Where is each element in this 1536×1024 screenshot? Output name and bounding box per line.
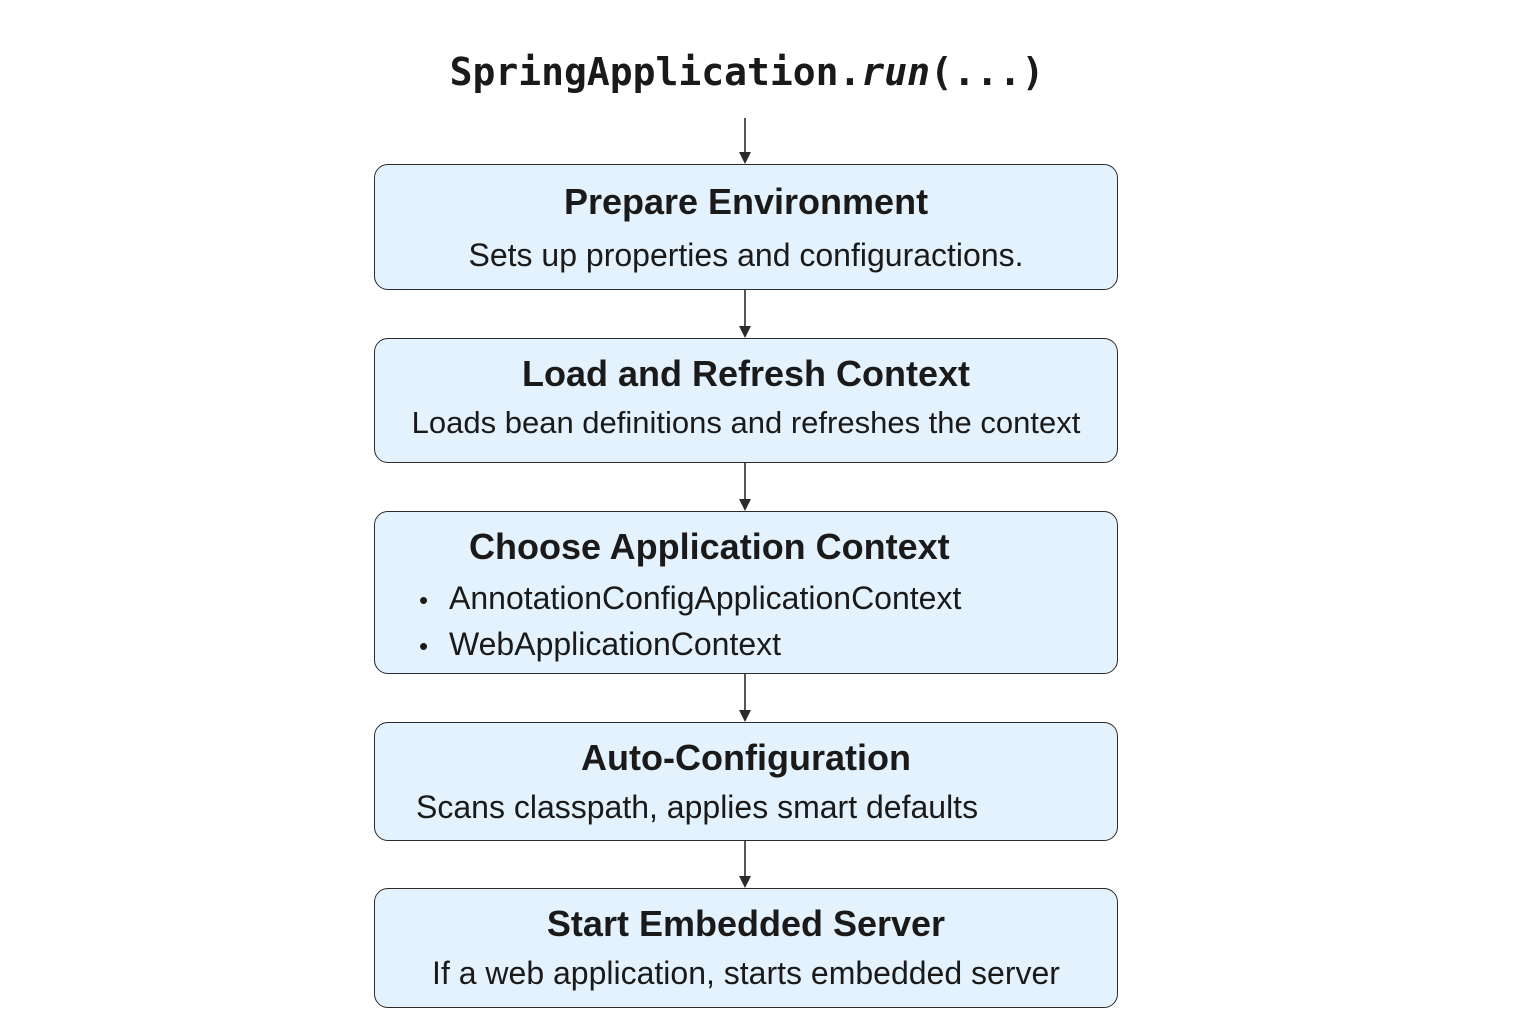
step-load-refresh-context: Load and Refresh Context Loads bean defi… xyxy=(374,338,1118,463)
step-description: Loads bean definitions and refreshes the… xyxy=(411,405,1081,440)
step-title: Choose Application Context xyxy=(469,526,950,567)
title-prefix: SpringApplication. xyxy=(449,50,862,94)
step-start-embedded-server: Start Embedded Server If a web applicati… xyxy=(374,888,1118,1008)
title-args: (...) xyxy=(930,50,1045,94)
step-description: Sets up properties and configuractions. xyxy=(468,237,1024,273)
list-item: • WebApplicationContext xyxy=(419,622,1117,668)
step-title: Auto-Configuration xyxy=(581,737,911,778)
list-item: • AnnotationConfigApplicationContext xyxy=(419,576,1117,622)
context-options-list: • AnnotationConfigApplicationContext • Web… xyxy=(375,576,1117,668)
list-item-label: WebApplicationContext xyxy=(449,626,782,662)
arrow-title-to-step1 xyxy=(739,118,751,164)
step-title: Prepare Environment xyxy=(563,181,929,222)
bullet-icon: • xyxy=(419,585,429,615)
step-auto-configuration: Auto-Configuration Scans classpath, appl… xyxy=(374,722,1118,841)
arrow-step4-to-step5 xyxy=(739,841,751,888)
step-prepare-environment: Prepare Environment Sets up properties a… xyxy=(374,164,1118,290)
arrow-step2-to-step3 xyxy=(739,463,751,511)
step-title: Load and Refresh Context xyxy=(521,353,971,394)
arrow-step1-to-step2 xyxy=(739,290,751,338)
step-description: Scans classpath, applies smart defaults xyxy=(416,789,979,825)
list-item-label: AnnotationConfigApplicationContext xyxy=(449,580,962,616)
title-method: run xyxy=(861,50,931,94)
step-title: Start Embedded Server xyxy=(546,903,946,944)
step-choose-application-context: Choose Application Context • AnnotationCo… xyxy=(374,511,1118,674)
bullet-icon: • xyxy=(419,631,429,661)
step-description: If a web application, starts embedded se… xyxy=(432,955,1060,991)
diagram-title: SpringApplication.run(...) xyxy=(0,50,1494,94)
arrow-step3-to-step4 xyxy=(739,674,751,722)
